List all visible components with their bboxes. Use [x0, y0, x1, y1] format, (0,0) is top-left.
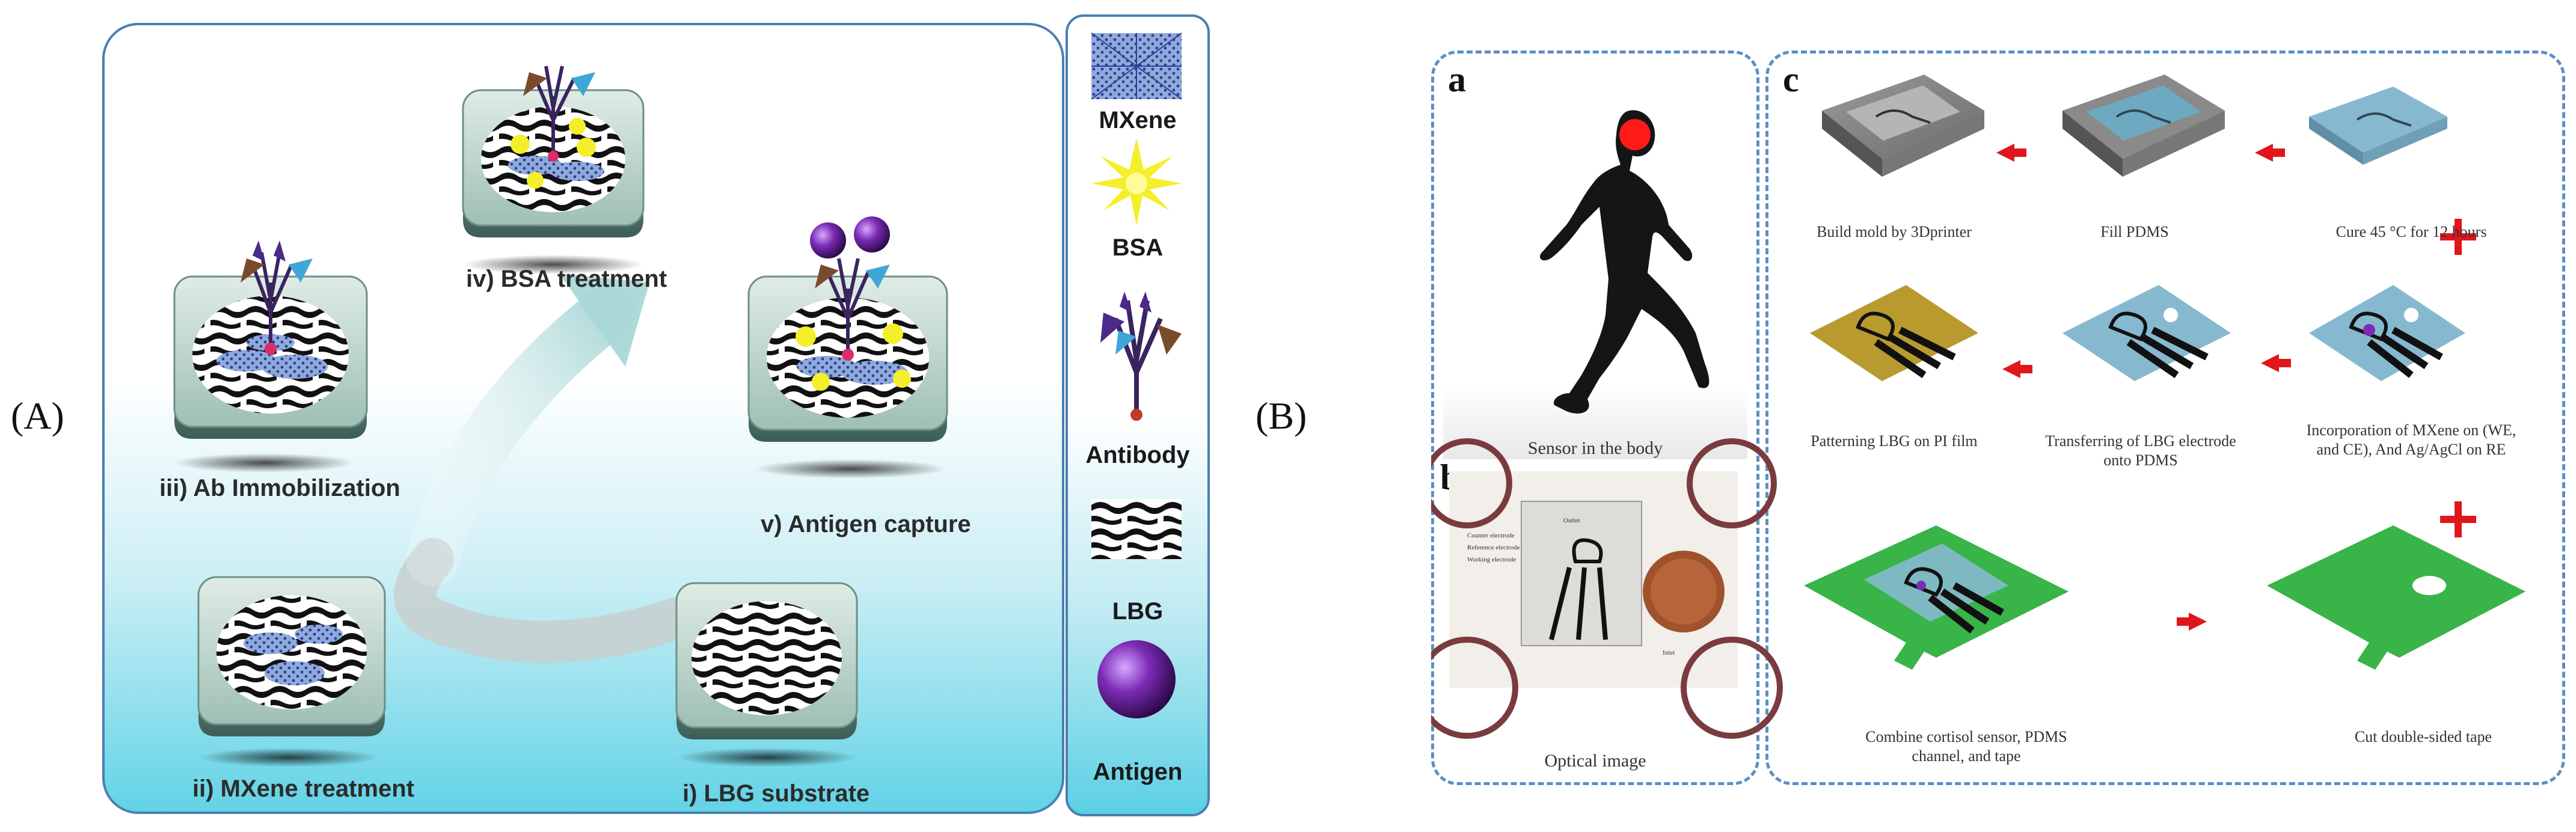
- optical-photo: [1431, 438, 1783, 739]
- panel-b-a-b-frame: [1431, 50, 1759, 785]
- photo-label-inlet: Inlet: [1663, 649, 1675, 656]
- caption-optical-image: Optical image: [1544, 751, 1646, 771]
- combined-sensor: [1804, 525, 2068, 670]
- step-ii-label: ii) MXene treatment: [192, 775, 414, 802]
- lbg-on-pdms: [2062, 285, 2231, 381]
- legend-mxene: MXene: [1099, 107, 1177, 133]
- photo-label-working: Working electrode: [1467, 556, 1516, 563]
- mold-3dprint: [1822, 75, 1984, 177]
- photo-label-counter: Counter electrode: [1467, 532, 1515, 539]
- caption-cut-tape: Cut double-sided tape: [2354, 728, 2492, 745]
- caption-sensor-in-body: Sensor in the body: [1527, 438, 1663, 458]
- runner-silhouette: [1443, 110, 1747, 459]
- antibody-legend-icon: [1100, 292, 1182, 421]
- legend-antibody: Antibody: [1085, 442, 1190, 468]
- step-v-label: v) Antigen capture: [761, 511, 971, 537]
- photo-label-reference: Reference electrode: [1467, 544, 1520, 551]
- legend-lbg: LBG: [1112, 598, 1164, 625]
- panel-b-c-frame: [1765, 50, 2565, 785]
- lbg-on-pi: [1810, 285, 1978, 381]
- mxene-incorporation: [2309, 285, 2465, 381]
- legend-bsa: BSA: [1112, 234, 1164, 261]
- caption-incorporation: Incorporation of MXene on (WE, and CE), …: [2306, 421, 2516, 458]
- caption-patterning: Patterning LBG on PI film: [1811, 432, 1978, 450]
- panel-label-a: (A): [11, 394, 64, 437]
- step-i-label: i) LBG substrate: [682, 780, 870, 807]
- panel-b-illustration: [1431, 75, 2525, 739]
- caption-transfer: Transferring of LBG electrode onto PDMS: [2045, 432, 2236, 469]
- step-iv-label: iv) BSA treatment: [466, 266, 667, 292]
- caption-fill-pdms: Fill PDMS: [2100, 223, 2169, 240]
- caption-cure: Cure 45 °C for 12 hours: [2335, 223, 2487, 240]
- sub-label-c: c: [1783, 60, 1799, 99]
- pdms-cured: [2309, 87, 2447, 165]
- caption-build-mold: Build mold by 3Dprinter: [1817, 223, 1972, 240]
- step-iii-label: iii) Ab Immobilization: [159, 475, 400, 501]
- bsa-legend-icon: [1091, 138, 1182, 225]
- double-sided-tape: [2267, 525, 2525, 670]
- caption-combine: Combine cortisol sensor, PDMS channel, a…: [1865, 728, 2067, 765]
- lbg-legend-icon: [1091, 499, 1182, 559]
- sub-label-a: a: [1448, 60, 1466, 99]
- panel-label-b: (B): [1256, 394, 1307, 437]
- photo-label-outlet: Outlet: [1563, 517, 1580, 524]
- mxene-legend-icon: [1091, 32, 1182, 100]
- mold-fill-pdms: [2062, 75, 2225, 177]
- legend-antigen: Antigen: [1093, 759, 1183, 785]
- panel-a-illustration: [173, 32, 1182, 767]
- antigen-legend-icon: [1097, 640, 1176, 718]
